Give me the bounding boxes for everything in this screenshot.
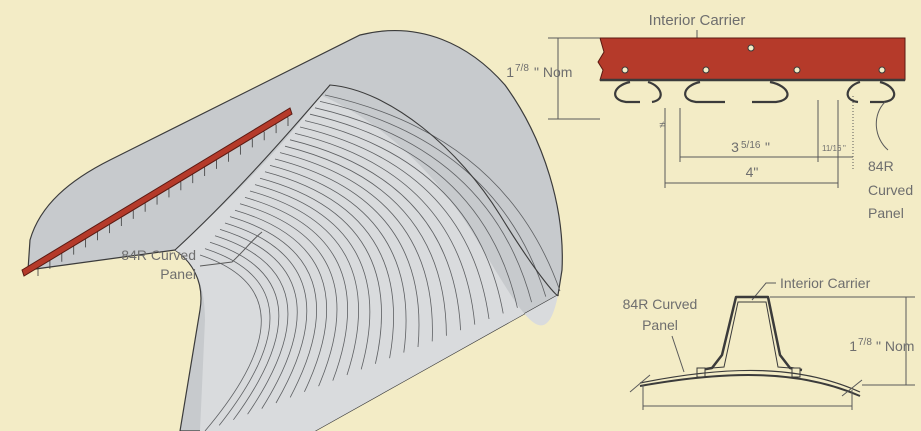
top-height-frac: 7/8: [515, 63, 529, 74]
carrier-hole: [793, 66, 801, 74]
bottom-panel-label-line1: 84R Curved: [623, 296, 698, 312]
carrier-hole: [621, 66, 629, 74]
panel-rib: [269, 165, 407, 353]
fastener: [791, 367, 801, 378]
spacing-frac: 5/16: [741, 140, 761, 151]
spacing-unit: ": [765, 139, 770, 155]
bottom-carrier-label: Interior Carrier: [780, 275, 871, 291]
curved-panel-front-face: [175, 95, 558, 431]
panel-rib: [294, 133, 476, 325]
panel-rib: [319, 101, 547, 297]
top-panel-label-line1: 84R: [868, 158, 894, 174]
carrier-hole: [747, 44, 755, 52]
interior-carrier-bar: [21, 107, 293, 277]
panel-rib: [274, 158, 420, 348]
carrier-section-view: Interior Carrier 84R Curved Panel 1 7/8 …: [623, 275, 915, 410]
panel-rib: [249, 190, 359, 376]
panel-rib: [214, 235, 289, 415]
panel-rib: [284, 145, 447, 336]
bottom-height-unit: " Nom: [876, 338, 914, 354]
panel-ribs: [34, 94, 561, 431]
top-carrier-label: Interior Carrier: [649, 12, 746, 29]
top-interior-carrier: [597, 37, 906, 81]
bottom-panel-label-line2: Panel: [642, 317, 678, 333]
top-panel-label-line3: Panel: [868, 205, 904, 221]
top-height-whole: 1: [506, 64, 514, 80]
break-mark: ≠: [659, 120, 665, 131]
left-panel-label-line1: 84R Curved: [121, 247, 196, 263]
panel-rib: [204, 248, 271, 426]
panel-rib: [324, 94, 561, 292]
offset-frac: 11/16: [822, 144, 842, 153]
panel-rib: [209, 241, 280, 421]
panel-rib: [314, 107, 532, 303]
panel-rib: [219, 229, 298, 409]
panel-rib: [254, 184, 371, 370]
panel-rib: [264, 171, 394, 359]
panel-rib: [279, 152, 433, 342]
offset-unit: ": [843, 144, 846, 153]
panel-rib: [304, 120, 504, 314]
bottom-height-whole: 1: [849, 338, 857, 354]
carrier-hole: [878, 66, 886, 74]
panel-rib: [199, 254, 262, 431]
bottom-curved-panel: [639, 369, 861, 393]
panel-rib: [229, 216, 317, 398]
carrier-hat-profile: [699, 295, 803, 372]
panel-rib: [309, 113, 518, 308]
panel-rib: [234, 209, 327, 392]
carrier-elevation-view: Interior Carrier 1 7/8 " Nom: [506, 12, 913, 221]
width-value: 4": [746, 164, 759, 180]
panel-clips: [614, 80, 896, 104]
top-height-unit: " Nom: [534, 64, 572, 80]
spacing-whole: 3: [731, 139, 739, 155]
panel-rib: [239, 203, 338, 387]
bottom-height-frac: 7/8: [858, 337, 872, 348]
panel-rib: [299, 126, 490, 320]
panel-rib: [259, 177, 382, 364]
panel-rib: [224, 222, 308, 404]
panel-rib: [289, 139, 461, 331]
top-panel-label-line2: Curved: [868, 182, 913, 198]
curved-panel-illustration: 84R Curved Panel: [21, 30, 563, 431]
carrier-hole: [702, 66, 710, 74]
panel-rib: [244, 197, 348, 381]
left-panel-label-line2: Panel: [160, 266, 196, 282]
